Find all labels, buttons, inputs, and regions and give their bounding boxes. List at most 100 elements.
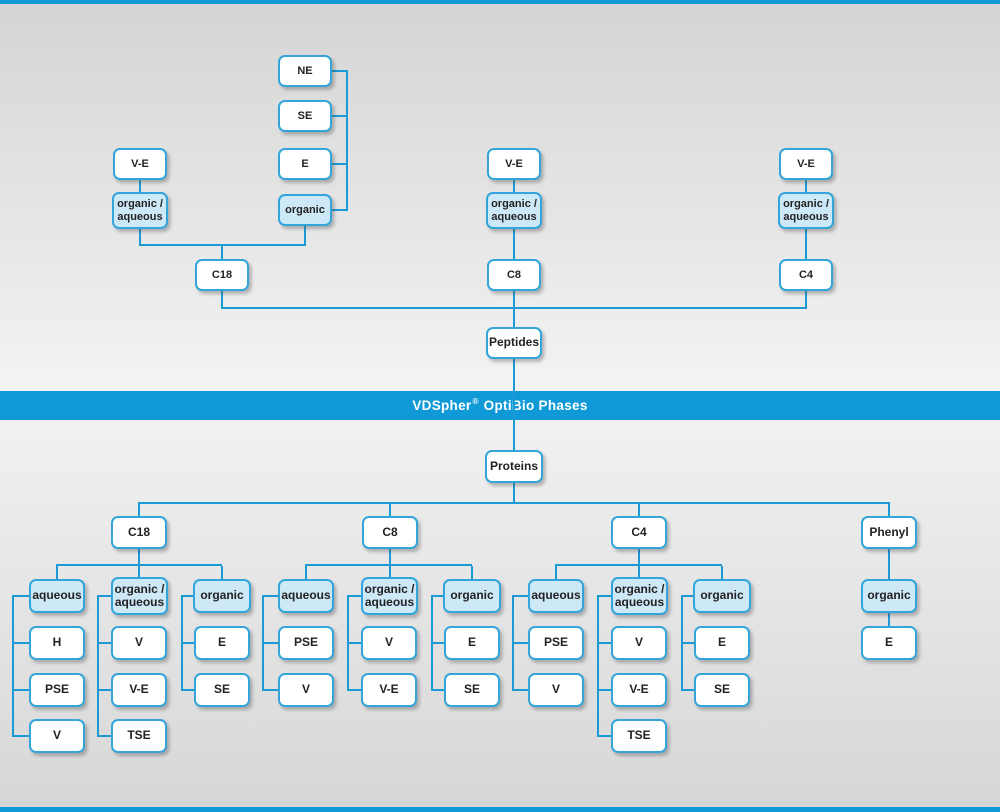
node-proteins-c4-oa-ve: V-E xyxy=(611,673,667,707)
connector xyxy=(888,613,890,626)
connector xyxy=(888,504,890,516)
banner-suffix: OptiBio Phases xyxy=(483,398,588,413)
node-peptides-c18-ne: NE xyxy=(278,55,332,87)
node-proteins-c18-organic: organic xyxy=(193,579,251,613)
connector xyxy=(513,291,515,327)
connector xyxy=(12,595,14,737)
node-proteins-c18-aqueous-pse: PSE xyxy=(29,673,85,707)
node-peptides-c8-ve: V-E xyxy=(487,148,541,180)
connector xyxy=(181,595,194,597)
connector xyxy=(221,246,223,259)
connector xyxy=(805,291,807,309)
connector xyxy=(12,595,29,597)
connector xyxy=(138,549,140,577)
node-proteins-c18-organic-aqueous: organic / aqueous xyxy=(111,577,168,615)
node-peptides-c4-ve: V-E xyxy=(779,148,833,180)
connector xyxy=(332,115,348,117)
connector xyxy=(97,595,99,737)
connector xyxy=(888,549,890,579)
node-proteins-c18-oa-tse: TSE xyxy=(111,719,167,753)
connector xyxy=(805,229,807,259)
connector xyxy=(347,642,361,644)
connector xyxy=(512,642,528,644)
connector xyxy=(138,504,140,516)
connector xyxy=(221,291,223,309)
connector xyxy=(721,566,723,579)
node-peptides-root: Peptides xyxy=(486,327,542,359)
connector xyxy=(332,209,348,211)
node-proteins-c4-aqueous: aqueous xyxy=(528,579,584,613)
connector xyxy=(346,70,348,211)
connector xyxy=(597,595,611,597)
connector xyxy=(512,595,528,597)
connector xyxy=(12,689,29,691)
connector xyxy=(638,549,640,577)
connector xyxy=(56,564,222,566)
node-proteins-c18-oa-v: V xyxy=(111,626,167,660)
node-proteins-c18-oa-ve: V-E xyxy=(111,673,167,707)
connector xyxy=(681,642,694,644)
node-proteins-c18: C18 xyxy=(111,516,167,549)
node-proteins-c8-aqueous-pse: PSE xyxy=(278,626,334,660)
node-proteins-c4-oa-tse: TSE xyxy=(611,719,667,753)
connector xyxy=(97,689,111,691)
connector xyxy=(555,566,557,579)
node-proteins-root: Proteins xyxy=(485,450,543,483)
node-proteins-c18-organic-e: E xyxy=(194,626,250,660)
connector xyxy=(304,226,306,246)
connector xyxy=(597,689,611,691)
connector xyxy=(431,689,444,691)
node-proteins-phenyl-organic-e: E xyxy=(861,626,917,660)
connector xyxy=(181,642,194,644)
connector xyxy=(471,566,473,579)
connector xyxy=(305,566,307,579)
connector xyxy=(262,595,278,597)
connector xyxy=(389,549,391,577)
node-peptides-c18-e: E xyxy=(278,148,332,180)
node-proteins-c18-aqueous-h: H xyxy=(29,626,85,660)
connector xyxy=(512,689,528,691)
node-proteins-c4-aqueous-v: V xyxy=(528,673,584,707)
node-proteins-c18-organic-se: SE xyxy=(194,673,250,707)
connector xyxy=(12,735,29,737)
connector xyxy=(262,642,278,644)
connector xyxy=(138,502,890,504)
node-proteins-c8-aqueous: aqueous xyxy=(278,579,334,613)
connector xyxy=(332,163,348,165)
node-proteins-c4-organic-e: E xyxy=(694,626,750,660)
connector xyxy=(181,689,194,691)
connector xyxy=(262,689,278,691)
top-edge-bar xyxy=(0,0,1000,4)
connector xyxy=(332,70,348,72)
connector xyxy=(221,307,807,309)
node-proteins-c4-oa-v: V xyxy=(611,626,667,660)
connector xyxy=(805,180,807,192)
node-proteins-c18-aqueous: aqueous xyxy=(29,579,85,613)
node-proteins-c8-oa-ve: V-E xyxy=(361,673,417,707)
connector xyxy=(347,689,361,691)
node-peptides-c4: C4 xyxy=(779,259,833,291)
connector xyxy=(139,244,306,246)
node-peptides-c18-se: SE xyxy=(278,100,332,132)
node-peptides-c4-organic-aqueous: organic / aqueous xyxy=(778,192,834,229)
node-proteins-c8-organic-e: E xyxy=(444,626,500,660)
connector xyxy=(221,566,223,579)
node-peptides-c8-organic-aqueous: organic / aqueous xyxy=(486,192,542,229)
connector xyxy=(638,504,640,516)
node-proteins-c8-organic: organic xyxy=(443,579,501,613)
connector xyxy=(597,735,611,737)
node-peptides-c18-ve: V-E xyxy=(113,148,167,180)
connector xyxy=(513,229,515,259)
bottom-edge-bar xyxy=(0,807,1000,812)
node-proteins-c8: C8 xyxy=(362,516,418,549)
connector xyxy=(555,564,722,566)
connector xyxy=(431,642,444,644)
node-peptides-c18: C18 xyxy=(195,259,249,291)
connector xyxy=(681,689,694,691)
connector xyxy=(431,595,444,597)
node-peptides-c18-organic: organic xyxy=(278,194,332,226)
node-proteins-c8-organic-aqueous: organic / aqueous xyxy=(361,577,418,615)
connector xyxy=(389,504,391,516)
banner-brand: VDSpher xyxy=(412,398,472,413)
